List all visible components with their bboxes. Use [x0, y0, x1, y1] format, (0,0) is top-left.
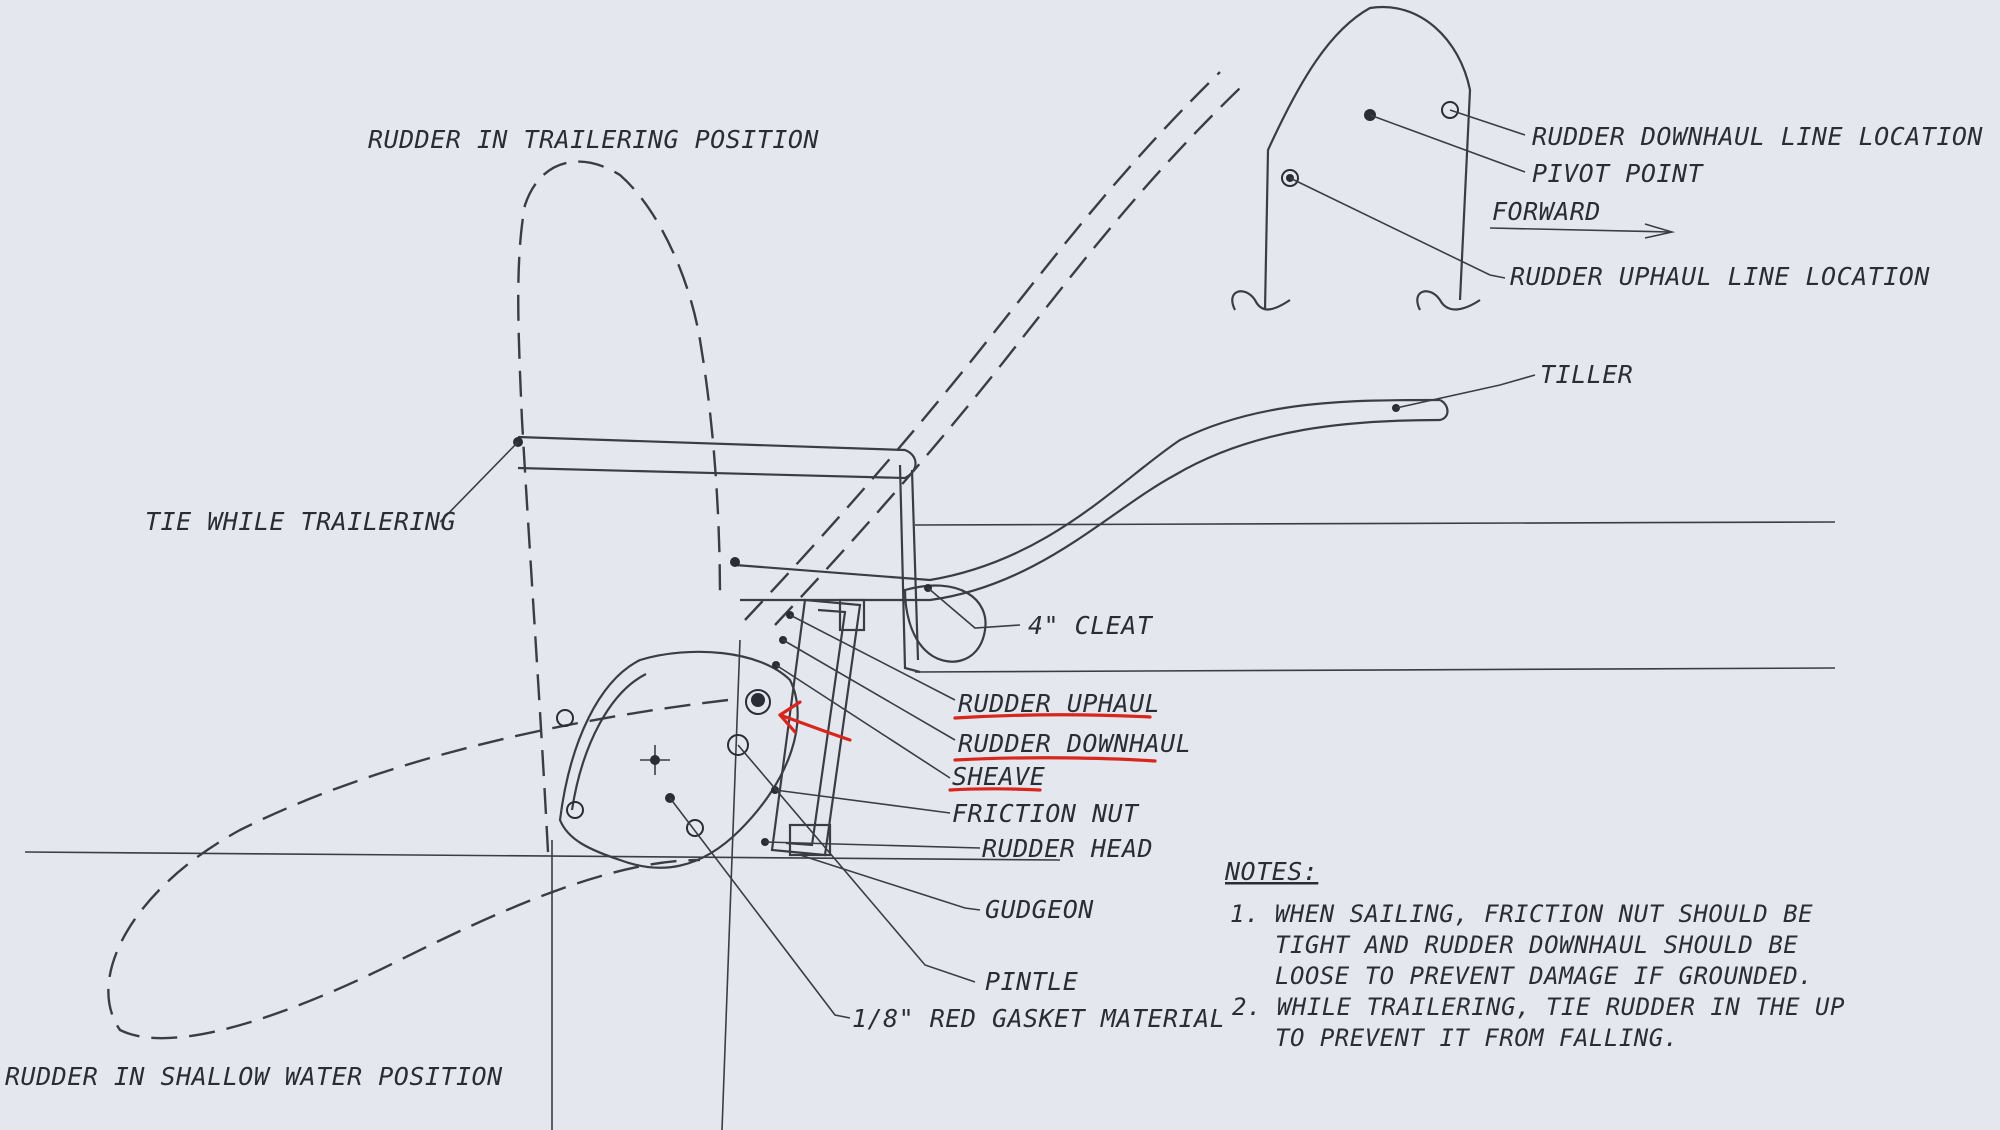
note-line-4: 2. WHILE TRAILERING, TIE RUDDER IN THE U… [1232, 993, 1845, 1021]
leader-friction-nut [774, 789, 951, 814]
tiller-end [1439, 399, 1449, 422]
label-cleat: 4" CLEAT [1028, 611, 1154, 640]
trailering-tie-bar [517, 435, 917, 480]
label-downhaul-line-location: RUDDER DOWNHAUL LINE LOCATION [1532, 122, 1983, 151]
rudder-blade-edge [570, 673, 647, 811]
transom [898, 464, 921, 674]
bracket-outline [1263, 5, 1472, 311]
label-forward: FORWARD [1492, 197, 1601, 226]
sheave-dot [751, 693, 765, 707]
label-shallow-water-position: RUDDER IN SHALLOW WATER POSITION [5, 1062, 503, 1091]
tiller-raised-outline-2 [774, 87, 1241, 626]
blade-hole-2 [566, 801, 584, 819]
label-friction-nut: FRICTION NUT [952, 799, 1140, 828]
uphaul-location-ring [1281, 169, 1299, 187]
pintle-ring [727, 734, 749, 756]
sheave-ring [745, 689, 771, 715]
leader-gasket [669, 797, 851, 1019]
leader-downhaul-location [1449, 109, 1526, 136]
leader-tie [439, 441, 519, 523]
rudder-shallow-water-outline [107, 698, 729, 1040]
leader-cleat [927, 587, 1021, 629]
forward-arrow-line [1489, 227, 1671, 233]
label-tie-while-trailering: TIE WHILE TRAILERING [145, 507, 456, 536]
pivot-dot [650, 755, 660, 765]
cleat [903, 584, 987, 663]
rudder-stock-line [721, 639, 741, 1130]
rudder-head-inner [785, 608, 847, 847]
bracket-hook-right [1416, 290, 1481, 311]
label-uphaul-line-location: RUDDER UPHAUL LINE LOCATION [1510, 262, 1930, 291]
deck-line-upper [914, 521, 1836, 526]
red-arrow-shaft [778, 713, 852, 742]
notes-heading: NOTES: [1224, 857, 1318, 886]
leader-tiller [1395, 374, 1536, 409]
note-line-1: 1. WHEN SAILING, FRICTION NUT SHOULD BE [1230, 900, 1813, 928]
leader-sheave [775, 664, 951, 779]
tiller-raised-outline-1 [744, 71, 1221, 621]
leader-uphaul [789, 614, 956, 701]
label-trailering-position: RUDDER IN TRAILERING POSITION [368, 125, 819, 154]
bar-end-dot [730, 557, 740, 567]
label-rudder-head: RUDDER HEAD [982, 834, 1153, 863]
label-sheave: SHEAVE [952, 762, 1045, 791]
deck-line-lower [914, 667, 1836, 673]
leader-pintle [737, 744, 976, 983]
note-line-2: TIGHT AND RUDDER DOWNHAUL SHOULD BE [1275, 931, 1798, 959]
label-gasket: 1/8" RED GASKET MATERIAL [852, 1004, 1225, 1033]
forward-arrow-head [1644, 223, 1676, 239]
leader-downhaul [782, 639, 956, 741]
red-underline-sheave [948, 787, 1042, 792]
leader-gudgeon [799, 854, 981, 911]
red-underline-downhaul [953, 756, 1157, 763]
rudder-blade [558, 650, 799, 869]
head-block [838, 598, 866, 632]
note-line-5: TO PREVENT IT FROM FALLING. [1275, 1024, 1679, 1052]
red-arrow-head [778, 700, 802, 734]
leader-uphaul-location [1289, 177, 1506, 279]
rudder-trailering-outline [517, 160, 722, 853]
label-pintle: PINTLE [985, 967, 1078, 996]
label-gudgeon: GUDGEON [985, 895, 1094, 924]
label-pivot-point: PIVOT POINT [1532, 159, 1705, 188]
red-underline-uphaul [953, 713, 1152, 720]
note-line-3: LOOSE TO PREVENT DAMAGE IF GROUNDED. [1275, 962, 1813, 990]
label-tiller: TILLER [1540, 360, 1633, 389]
waterline [24, 851, 1061, 861]
downhaul-location-ring [1441, 101, 1459, 119]
label-rudder-uphaul: RUDDER UPHAUL [958, 689, 1160, 718]
bracket-hook-left [1231, 290, 1291, 311]
blade-hole-3 [686, 819, 704, 837]
transom-inner [910, 469, 920, 661]
leader-rudder-head [764, 841, 981, 849]
leader-pivot [1369, 114, 1526, 173]
blade-hole-1 [556, 709, 574, 727]
tiller-upper [734, 398, 1441, 582]
label-rudder-downhaul: RUDDER DOWNHAUL [958, 729, 1191, 758]
gudgeon-block [788, 823, 832, 857]
tiller-lower [740, 418, 1441, 602]
